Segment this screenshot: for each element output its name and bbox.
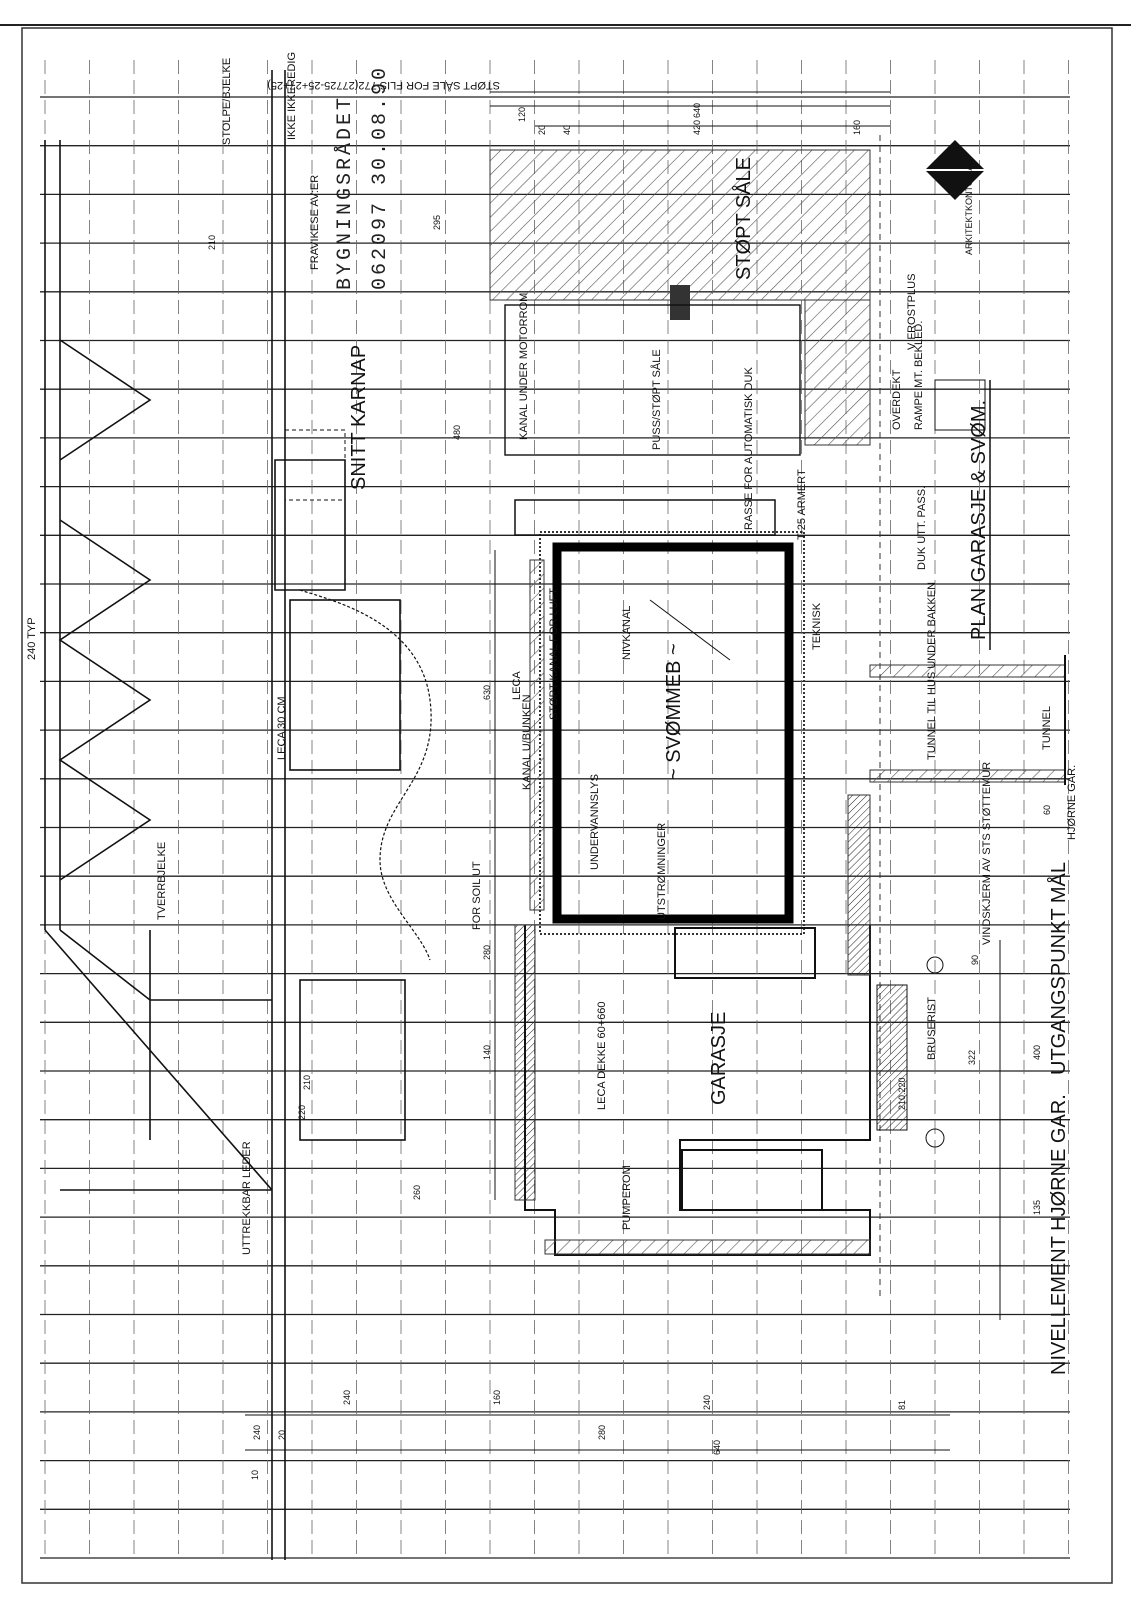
dimension-bottom: 640: [712, 1440, 722, 1455]
dimension-left: 140: [482, 1045, 492, 1060]
level-channel-label: NIVKANAL: [621, 606, 633, 660]
cast-slab-label: STØPT SÅLE: [732, 157, 755, 280]
wind-screen-label: VINDSKJERM AV STS STØTTEMUR: [981, 762, 993, 945]
post-label: STOLPE/BJELKE: [221, 58, 233, 145]
stamp-date: 062097 30.08.90: [369, 65, 392, 290]
cover-label: DUK UTT. PASS.: [916, 486, 928, 570]
dimension-right: 60: [1042, 805, 1052, 815]
dimension-left: 210: [302, 1075, 312, 1090]
dimension-left: 630: [482, 685, 492, 700]
dimension-bottom: 240: [702, 1395, 712, 1410]
tech-room: [504, 304, 801, 456]
starting-point-label: UTGANGSPUNKT MÅL: [1047, 862, 1070, 1075]
dimension-right: 210.220: [897, 1077, 907, 1110]
dimension-bottom: 280: [597, 1425, 607, 1440]
underwater-light-label: UNDERVANNSLYS: [589, 774, 601, 870]
shower-grate-label: BRUSERIST: [926, 997, 938, 1060]
soil-label: FOR SOIL UT: [471, 861, 483, 930]
dimension-bottom: 81: [897, 1400, 907, 1410]
tunnel-to-house-label: TUNNEL TIL HUS UNDER BAKKEN: [926, 582, 938, 760]
dimension-right: 322: [967, 1050, 977, 1065]
plan-title: PLAN GARASJE & SVØM.: [968, 400, 990, 640]
dimension-left: 210: [207, 235, 217, 250]
ladder-label: UTTREKKBAR LEDER: [241, 1141, 253, 1255]
channel-under-label: KANAL U/BUNKEN: [521, 694, 533, 790]
pool: [552, 542, 794, 924]
leca-30-label: LECA 30 CM: [276, 696, 288, 760]
reinforced-label: T-25 ARMERT: [796, 469, 808, 540]
stamp-ikke: IKKE IKKEREDIG: [286, 52, 298, 140]
air-channel-label: STØPT KANAL FOR LUFT: [548, 588, 560, 720]
crossbeam-label: TVERRBJELKE: [156, 842, 168, 920]
sheet-border: [21, 27, 1113, 1584]
dimension-top: 420: [692, 120, 702, 135]
dimension-left: 220: [297, 1105, 307, 1120]
dimension-left: 295: [432, 215, 442, 230]
leca-label: LECA: [511, 671, 523, 700]
typ-label: 240 TYP: [26, 617, 38, 660]
tunnel-label: TUNNEL: [1041, 706, 1053, 750]
dimension-left: 260: [412, 1185, 422, 1200]
garage: [524, 925, 871, 1256]
dimension-bottom: 20: [277, 1430, 287, 1440]
pump-room-label: PUMPEROM: [621, 1165, 633, 1230]
dimension-bottom: 240: [342, 1390, 352, 1405]
dimension-top: 40: [562, 125, 572, 135]
frost-label: V FROSTPLUS: [906, 274, 918, 350]
dimension-lines: [245, 91, 1001, 1451]
dimension-top: 120: [517, 107, 527, 122]
dimension-top: 640: [692, 103, 702, 118]
column: [670, 285, 690, 320]
dimension-right: 400: [1032, 1045, 1042, 1060]
dimension-right: 135: [1032, 1200, 1042, 1215]
level-corner-label: NIVELLEMENT HJØRNE GAR.: [1048, 1094, 1070, 1375]
dimension-left: 280: [482, 945, 492, 960]
ramp-label: RAMPE MT. BEKLED.: [913, 321, 925, 430]
garage-corner-label: HJØRNE GAR.: [1066, 765, 1078, 840]
section-structure: [44, 70, 406, 1560]
pool-label: ~ SVØMMEB ~: [663, 643, 685, 780]
dimension-bottom: 10: [250, 1470, 260, 1480]
technical-label: TEKNISK: [811, 602, 823, 650]
cast-slab: [489, 149, 871, 301]
dimension-top: 20: [537, 125, 547, 135]
architect-name: ARKITEKTKONTOR AS: [964, 159, 974, 255]
garage-label: GARASJE: [708, 1012, 730, 1105]
dimension-bottom: 160: [492, 1390, 502, 1405]
stone-karnap: [284, 429, 346, 501]
path-curve: [299, 589, 432, 961]
covered-label: OVERDEKT: [891, 369, 903, 430]
deck-label: LECA DEKKE 60+660: [596, 1001, 608, 1110]
outflow-label: UTSTRØMNINGER: [656, 823, 668, 920]
stamp-note: FRAVIKESE AV:ER: [309, 175, 321, 270]
motor-room-channel-label: KANAL UNDER MOTORROM: [518, 293, 530, 440]
cast-slab-side: [804, 299, 871, 446]
section-karnap-label: SNITT KARNAP: [348, 345, 370, 490]
tile-slab-label: STØPT SÅLE FOR FLIS 772(27725-25+27+25): [267, 79, 500, 92]
dimension-bottom: 240: [252, 1425, 262, 1440]
cover-track-label: RASSE FOR AUTOMATISK DUK: [743, 367, 755, 530]
architect-logo: ARKITEKTKONTOR AS: [925, 140, 985, 255]
dimension-top: 160: [852, 120, 862, 135]
dimension-left: 480: [452, 425, 462, 440]
dimension-right: 90: [970, 955, 980, 965]
stamp-line1: BYGNINGSRÅDET: [334, 95, 357, 290]
plaster-label: PUSS/STØPT SÅLE: [650, 349, 663, 450]
